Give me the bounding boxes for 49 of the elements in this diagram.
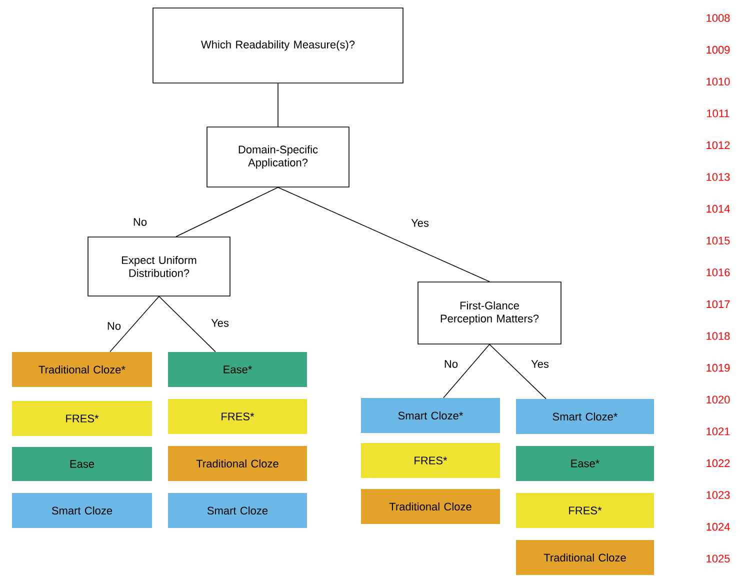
connector-line bbox=[158, 296, 216, 352]
connector-line bbox=[176, 187, 278, 237]
line-number: 1013 bbox=[706, 173, 730, 181]
line-number: 1024 bbox=[706, 522, 730, 531]
question-box: Which Readability Measure(s)? bbox=[152, 8, 404, 84]
line-number: 1020 bbox=[706, 396, 730, 404]
line-number: 1010 bbox=[706, 78, 730, 86]
edge-label: Yes bbox=[210, 318, 230, 328]
line-number: 1015 bbox=[706, 236, 730, 244]
line-number: 1014 bbox=[706, 204, 730, 213]
line-number: 1011 bbox=[707, 110, 730, 118]
line-number: 1023 bbox=[706, 491, 730, 499]
line-number: 1021 bbox=[706, 428, 730, 436]
line-number: 1025 bbox=[706, 554, 730, 562]
measure-box: Ease* bbox=[516, 446, 654, 481]
measure-box: Smart Cloze bbox=[168, 493, 307, 528]
measure-box: Traditional Cloze bbox=[361, 489, 500, 524]
question-box: First-Glance Perception Matters? bbox=[418, 282, 562, 344]
connector-line bbox=[110, 296, 160, 352]
measure-box: Smart Cloze* bbox=[361, 398, 500, 433]
measure-box: Smart Cloze bbox=[12, 493, 152, 528]
measure-box: Ease* bbox=[168, 352, 307, 387]
edge-label: No bbox=[132, 217, 148, 227]
measure-box: FRES* bbox=[361, 443, 500, 478]
measure-box: Traditional Cloze bbox=[516, 540, 654, 575]
question-box: Expect Uniform Distribution? bbox=[88, 236, 230, 296]
line-number: 1017 bbox=[706, 300, 730, 308]
measure-box: Traditional Cloze bbox=[168, 446, 307, 481]
connector-line bbox=[489, 344, 546, 400]
edge-label: No bbox=[442, 359, 460, 369]
edge-label: Yes bbox=[410, 218, 430, 228]
question-box: Domain-Specific Application? bbox=[206, 126, 350, 188]
line-number: 1019 bbox=[706, 364, 730, 372]
edge-label: No bbox=[106, 321, 122, 331]
measure-box: FRES* bbox=[516, 493, 654, 528]
measure-box: Traditional Cloze* bbox=[12, 352, 152, 387]
measure-box: FRES* bbox=[12, 401, 152, 436]
line-number: 1012 bbox=[706, 141, 730, 150]
measure-box: FRES* bbox=[168, 399, 307, 434]
line-number: 1018 bbox=[706, 332, 730, 340]
line-number: 1008 bbox=[706, 14, 730, 22]
edge-label: Yes bbox=[530, 359, 550, 369]
line-number: 1009 bbox=[706, 46, 730, 54]
measure-box: Ease bbox=[12, 447, 152, 481]
connector-line bbox=[443, 344, 490, 398]
measure-box: Smart Cloze* bbox=[516, 399, 654, 434]
line-number: 1022 bbox=[706, 459, 730, 468]
connector-line bbox=[278, 187, 490, 282]
line-number: 1016 bbox=[706, 268, 730, 276]
